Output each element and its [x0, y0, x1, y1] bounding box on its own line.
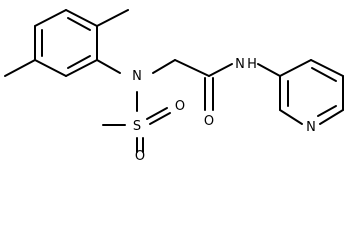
- s-o-upper-bond-a: [146, 107, 168, 120]
- ring-double-inner-1: [67, 17, 91, 31]
- pyr-bond-1: [279, 59, 312, 77]
- atom-label-o-upper: O: [175, 99, 185, 114]
- ring-n-bond: [96, 59, 121, 74]
- atom-label-n-pyridine: N: [306, 120, 316, 135]
- methyl-bond-left: [4, 59, 36, 77]
- methyl-bond-top: [96, 9, 129, 27]
- pyr-bond-2: [310, 59, 344, 77]
- c-nh-bond: [208, 63, 233, 77]
- atom-labels: N S O O O N H N: [132, 57, 316, 164]
- pyr-bond-4: [319, 109, 344, 125]
- bonds: [4, 9, 344, 153]
- atom-label-o-carbonyl: O: [204, 114, 214, 129]
- chemical-structure: N S O O O N H N: [4, 9, 344, 164]
- ring-bond-1: [65, 9, 98, 27]
- ch2-co-bond: [174, 59, 210, 77]
- pyr-bond-5: [279, 109, 303, 125]
- atom-label-s: S: [133, 119, 141, 134]
- atom-label-h-amide: H: [247, 57, 257, 72]
- s-o-upper-bond-b: [149, 112, 171, 125]
- atom-label-o-lower: O: [135, 149, 145, 164]
- ring-bond-6: [34, 9, 67, 27]
- ring-bond-4: [34, 59, 67, 77]
- ring-bond-3: [65, 59, 98, 77]
- ring-double-inner-2: [67, 55, 91, 69]
- atom-label-n-amide: N: [235, 57, 245, 72]
- pyr-double-inner-1: [311, 67, 337, 82]
- atom-label-n-sulfonamide: N: [132, 69, 142, 84]
- pyr-double-inner-2: [317, 105, 337, 117]
- n-ch2-bond: [152, 59, 176, 74]
- nh-pyridine-bond: [257, 63, 281, 77]
